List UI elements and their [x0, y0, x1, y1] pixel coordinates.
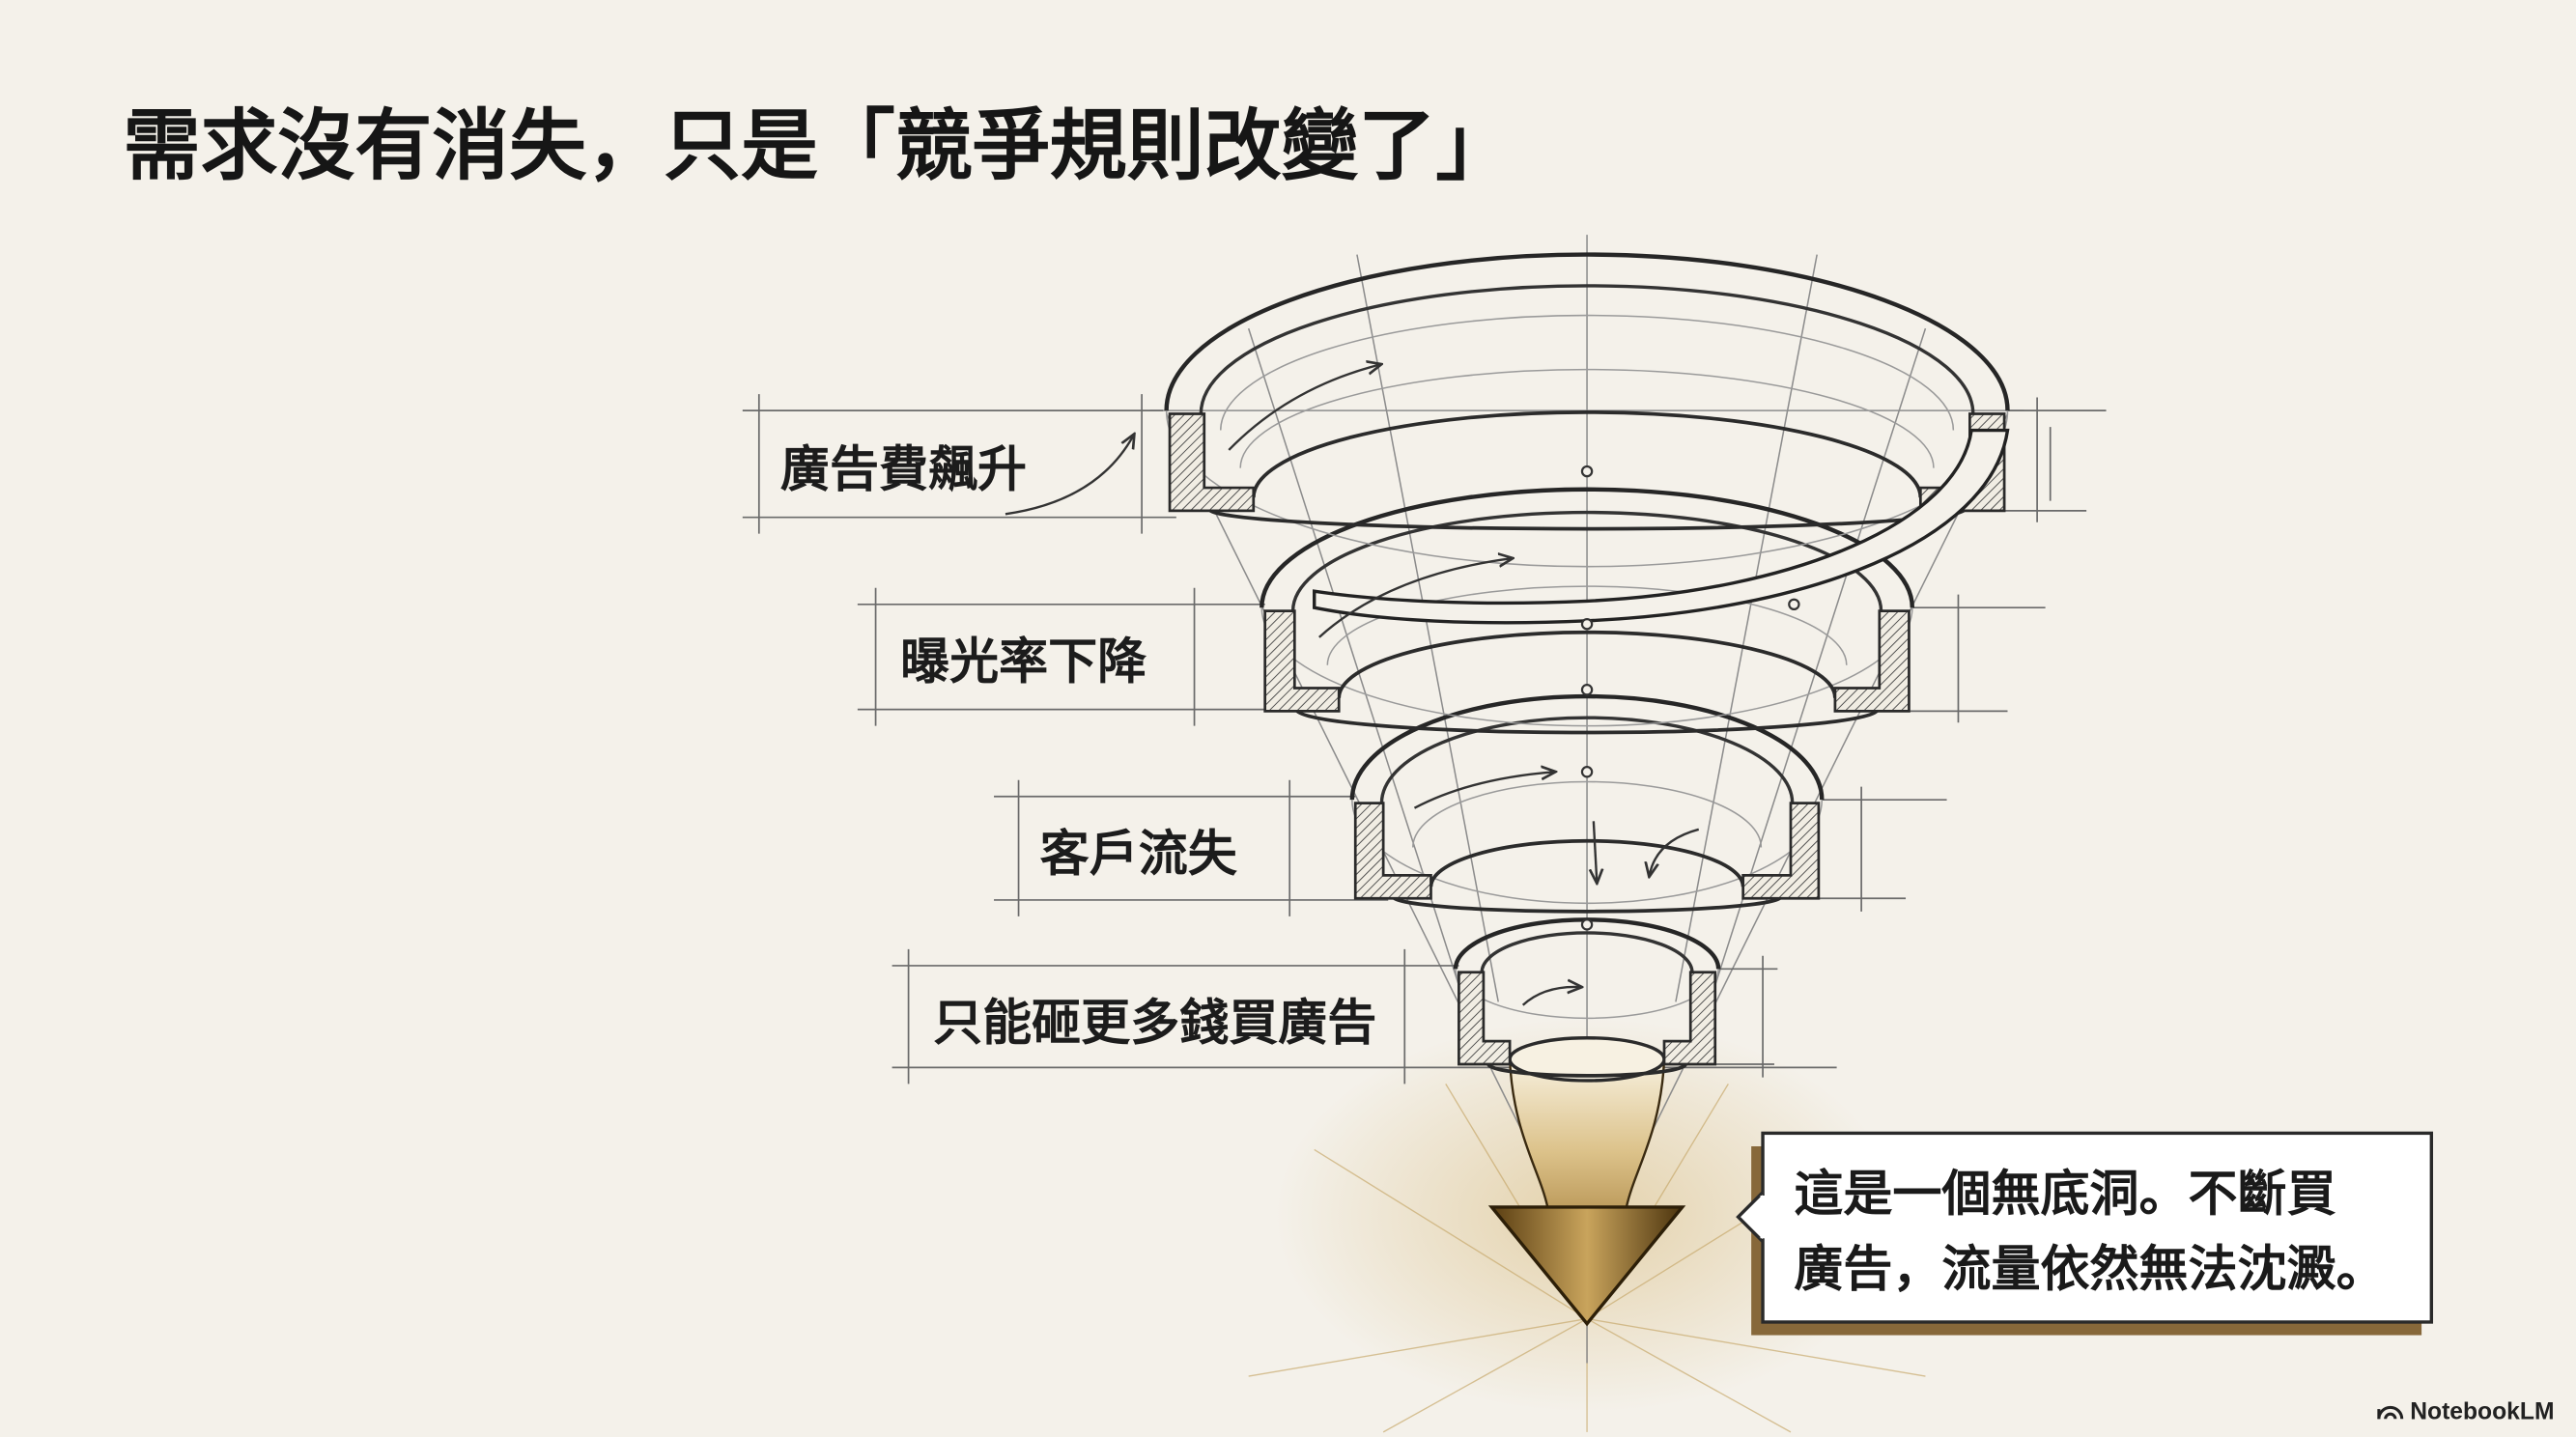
- tier-3-right-profile: [1741, 802, 1821, 900]
- notebooklm-logo-icon: [2377, 1405, 2404, 1420]
- label-pointer-arrow-icon: [1005, 436, 1134, 516]
- brand-name: NotebookLM: [2410, 1398, 2554, 1424]
- callout-line-1: 這是一個無底洞。不斷買: [1794, 1166, 2335, 1223]
- funnel-label-exposure: 曝光率下降: [900, 634, 1146, 690]
- label-dimension-lines: [742, 394, 1837, 1085]
- flow-arrow-icon: [1413, 772, 1554, 809]
- funnel-label-more-ads: 只能砸更多錢買廣告: [933, 995, 1376, 1052]
- funnel-tier-4: [1453, 917, 1721, 1083]
- slide-title: 需求沒有消失，只是「競爭規則改變了」: [124, 100, 1514, 191]
- flow-arrow-icon: [1228, 365, 1379, 451]
- flow-arrows: [1005, 365, 1700, 1006]
- tier-2-right-profile: [1833, 609, 1911, 713]
- tier-2-left-profile: [1263, 609, 1341, 713]
- flow-arrow-icon: [1650, 828, 1700, 876]
- funnel-label-churn: 客戶流失: [1040, 826, 1238, 883]
- tier-1-left-profile: [1168, 412, 1256, 513]
- flow-arrow-icon: [1318, 558, 1512, 638]
- tier-3-left-profile: [1353, 802, 1432, 900]
- funnel-label-ad-cost: 廣告費飆升: [780, 441, 1027, 498]
- tier-4-left-profile: [1458, 971, 1512, 1066]
- flow-arrow-icon: [1521, 987, 1581, 1006]
- tier-4-right-profile: [1662, 971, 1717, 1066]
- spiral-band: [1313, 428, 2010, 625]
- brand-mark: NotebookLM: [2377, 1398, 2555, 1424]
- callout-pointer: [1736, 1191, 1765, 1243]
- flow-arrow-icon: [1594, 821, 1597, 882]
- right-dimension-lines: [1714, 397, 2107, 1078]
- funnel-drain-spout: [1487, 1057, 1686, 1327]
- center-points: [1580, 465, 1800, 931]
- funnel-tier-3: [1349, 693, 1825, 914]
- down-arrow-icon: [1487, 1205, 1686, 1327]
- callout-line-2: 廣告，流量依然無法沈澱。: [1794, 1242, 2385, 1299]
- callout-box: 這是一個無底洞。不斷買 廣告，流量依然無法沈澱。: [1736, 1131, 2434, 1336]
